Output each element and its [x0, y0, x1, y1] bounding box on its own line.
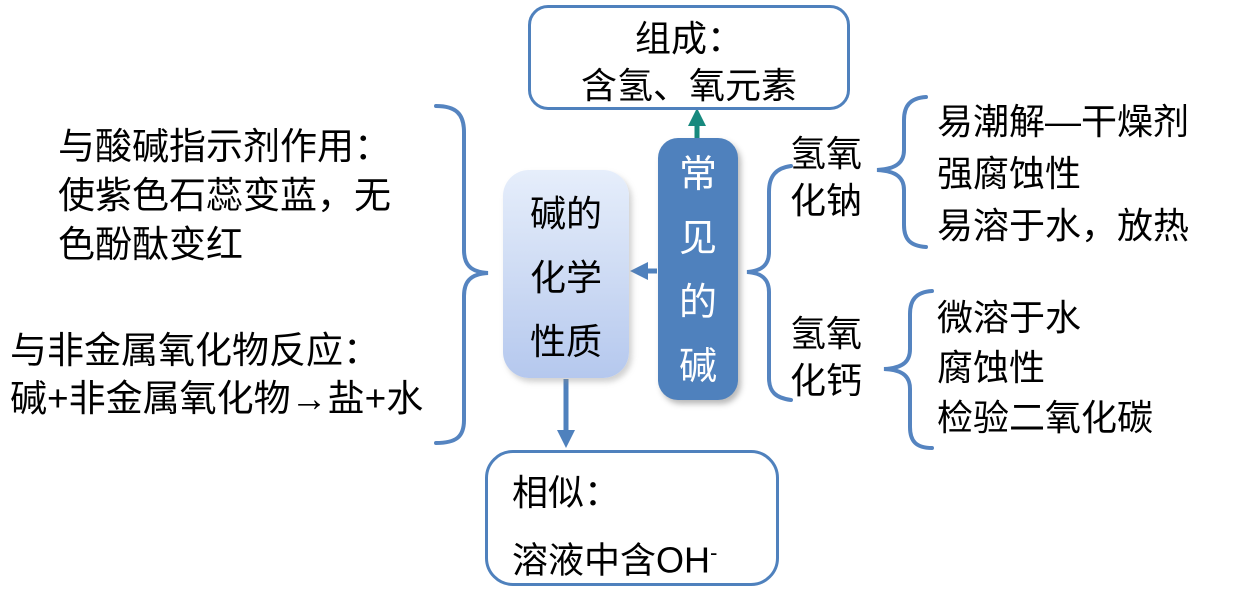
common-bases-char: 见	[678, 218, 717, 260]
common-bases-char: 碱	[678, 346, 717, 388]
similarity-box: 相似： 溶液中含OH-	[485, 450, 779, 586]
chemical-properties-line: 性质	[529, 321, 602, 362]
chemical-properties-box: 碱的 化学 性质	[503, 170, 629, 378]
composition-box: 组成： 含氢、氧元素	[528, 5, 850, 110]
caoh-property: 检验二氧化碳	[937, 397, 1154, 438]
indicator-note-line: 与酸碱指示剂作用：	[58, 126, 391, 167]
naoh-properties-list: 易潮解—干燥剂 强腐蚀性 易溶于水，放热	[937, 96, 1189, 252]
caoh-label: 氢氧 化钙	[790, 310, 862, 404]
composition-line: 组成：	[634, 18, 743, 59]
naoh-label: 氢氧 化钠	[790, 130, 862, 224]
caoh-label-line: 氢氧	[790, 313, 863, 354]
caoh-property: 微溶于水	[937, 297, 1082, 338]
chemical-properties-line: 化学	[529, 257, 602, 298]
caoh-property: 腐蚀性	[937, 347, 1046, 388]
composition-line: 含氢、氧元素	[580, 65, 797, 106]
indicator-note-line: 色酚酞变红	[58, 224, 243, 265]
left-arrow	[630, 262, 657, 280]
superscript-minus: -	[710, 540, 718, 565]
left-brace	[434, 104, 489, 445]
common-bases-box: 常 见 的 碱	[658, 138, 738, 400]
nonmetal-oxide-note-line: 碱+非金属氧化物→盐+水	[10, 378, 424, 419]
nonmetal-oxide-note-line: 与非金属氧化物反应：	[10, 330, 380, 371]
caoh-brace	[883, 289, 934, 450]
chemical-properties-line: 碱的	[529, 193, 602, 234]
caoh-label-line: 化钙	[790, 360, 863, 401]
indicator-note: 与酸碱指示剂作用： 使紫色石蕊变蓝，无 色酚酞变红	[58, 122, 391, 269]
bases-brace	[746, 164, 793, 402]
naoh-property: 易潮解—干燥剂	[937, 101, 1190, 142]
naoh-property: 易溶于水，放热	[937, 205, 1190, 246]
naoh-brace	[876, 95, 928, 249]
naoh-property: 强腐蚀性	[937, 153, 1082, 194]
common-bases-char: 常	[678, 154, 717, 196]
down-arrow	[557, 379, 575, 448]
common-bases-char: 的	[678, 282, 717, 324]
up-arrow	[688, 108, 706, 141]
naoh-label-line: 氢氧	[790, 133, 863, 174]
similarity-body: 溶液中含OH-	[512, 539, 718, 581]
caoh-properties-list: 微溶于水 腐蚀性 检验二氧化碳	[937, 293, 1153, 443]
similarity-title: 相似：	[512, 472, 621, 513]
indicator-note-line: 使紫色石蕊变蓝，无	[58, 175, 391, 216]
naoh-label-line: 化钠	[790, 180, 863, 221]
nonmetal-oxide-note: 与非金属氧化物反应： 碱+非金属氧化物→盐+水	[10, 327, 423, 423]
